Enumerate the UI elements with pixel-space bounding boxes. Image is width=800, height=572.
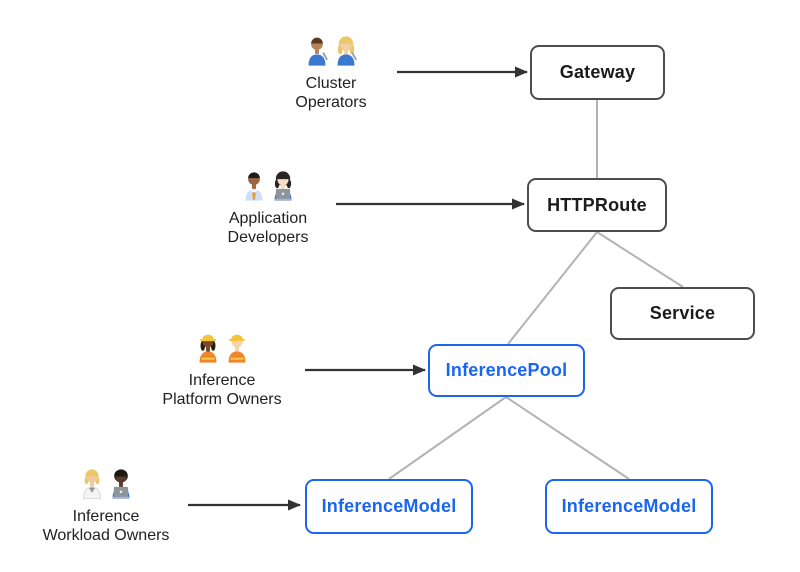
persona-application-developers-icons bbox=[241, 168, 296, 202]
persona-label-line: Operators bbox=[295, 93, 367, 111]
persona-cluster-operators-label: Cluster Operators bbox=[295, 75, 366, 112]
node-inferencemodel-right-label: InferenceModel bbox=[561, 496, 697, 516]
node-gateway-label: Gateway bbox=[559, 62, 636, 82]
node-inferencemodel-right: InferenceModel bbox=[545, 479, 713, 534]
edge-httproute-inferencepool bbox=[507, 231, 598, 345]
health-worker-icon bbox=[79, 466, 105, 500]
node-inferencepool: InferencePool bbox=[428, 344, 585, 397]
persona-inference-workload-owners: Inference Workload Owners bbox=[16, 466, 196, 545]
man-construction-worker-icon bbox=[224, 330, 250, 364]
persona-inference-platform-owners: Inference Platform Owners bbox=[132, 330, 312, 409]
persona-label-line: Inference bbox=[72, 508, 140, 525]
node-inferencemodel-left: InferenceModel bbox=[305, 479, 473, 534]
node-gateway: Gateway bbox=[530, 45, 665, 100]
persona-application-developers-label: Application Developers bbox=[228, 210, 309, 247]
persona-cluster-operators: Cluster Operators bbox=[241, 33, 421, 112]
persona-inference-platform-owners-icons bbox=[195, 330, 250, 364]
node-service-label: Service bbox=[649, 303, 716, 323]
woman-mechanic-icon bbox=[333, 33, 359, 67]
node-inferencepool-label: InferencePool bbox=[445, 360, 568, 380]
node-service: Service bbox=[610, 287, 755, 340]
persona-cluster-operators-icons bbox=[304, 33, 359, 67]
man-technologist-icon bbox=[108, 466, 134, 500]
edge-inferencepool-inferencemodel-left bbox=[388, 396, 507, 480]
node-httproute: HTTPRoute bbox=[527, 178, 667, 232]
woman-construction-worker-icon bbox=[195, 330, 221, 364]
persona-inference-workload-owners-icons bbox=[79, 466, 134, 500]
man-office-worker-icon bbox=[241, 168, 267, 202]
edge-inferencepool-inferencemodel-right bbox=[505, 396, 630, 480]
persona-label-line: Inference bbox=[188, 372, 256, 389]
persona-application-developers: Application Developers bbox=[178, 168, 358, 247]
node-httproute-label: HTTPRoute bbox=[547, 194, 647, 215]
persona-label-line: Developers bbox=[227, 228, 309, 246]
persona-label-line: Workload Owners bbox=[42, 526, 170, 544]
persona-inference-workload-owners-label: Inference Workload Owners bbox=[43, 508, 170, 545]
man-mechanic-icon bbox=[304, 33, 330, 67]
persona-label-line: Cluster bbox=[305, 75, 357, 92]
persona-label-line: Platform Owners bbox=[162, 390, 282, 408]
node-inferencemodel-left-label: InferenceModel bbox=[321, 496, 457, 516]
edge-httproute-service bbox=[596, 231, 684, 288]
persona-label-line: Application bbox=[228, 210, 308, 227]
woman-technologist-icon bbox=[270, 168, 296, 202]
persona-inference-platform-owners-label: Inference Platform Owners bbox=[162, 372, 281, 409]
